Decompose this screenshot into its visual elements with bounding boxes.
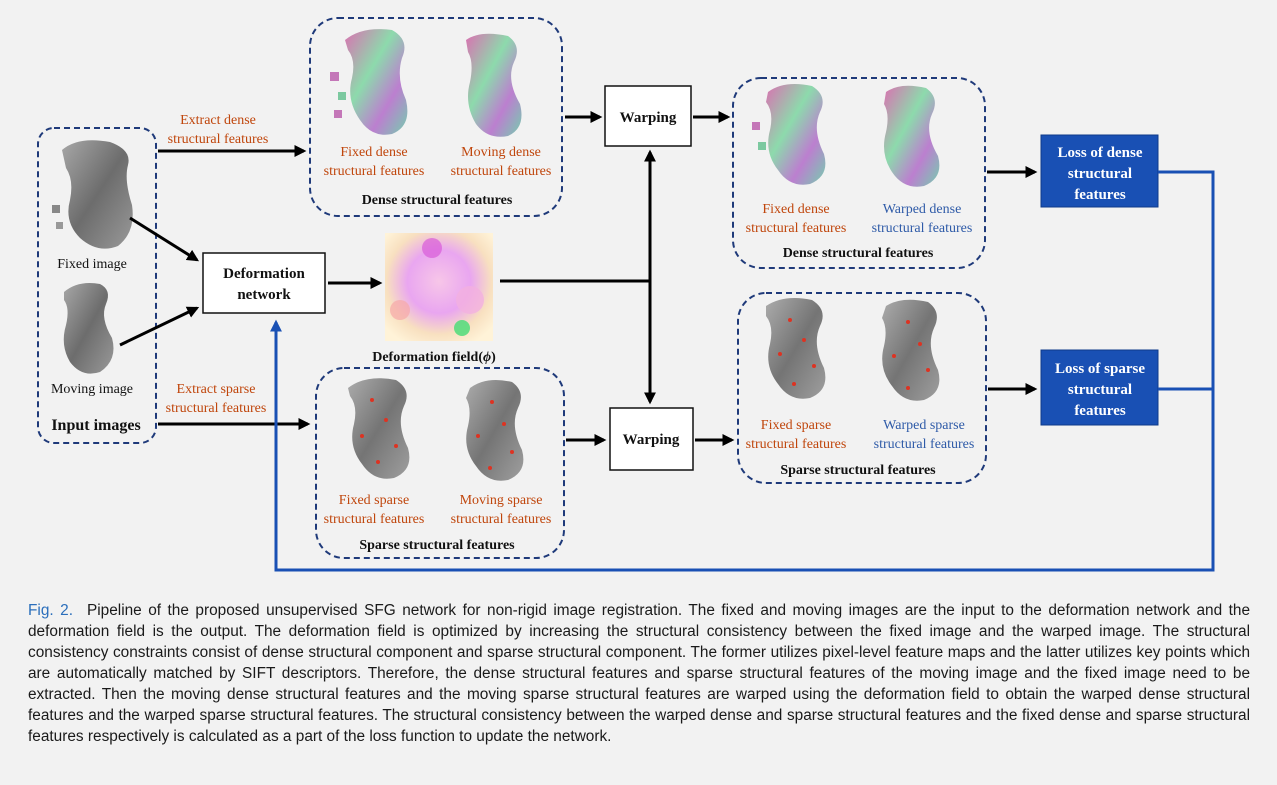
deformation-network-box bbox=[202, 252, 326, 314]
fixed-dense-label-1: Fixed dense bbox=[340, 145, 407, 160]
warped-dense-label-2: structural features bbox=[872, 221, 973, 236]
fixed-sparse-thumbnail bbox=[348, 378, 410, 479]
fixed-image-label: Fixed image bbox=[57, 257, 127, 272]
moving-dense-label-2: structural features bbox=[451, 164, 552, 179]
loss-sparse-label-1: Loss of sparse bbox=[1055, 361, 1145, 377]
flow-arrows bbox=[119, 111, 1038, 446]
input-images-title: Input images bbox=[51, 417, 140, 434]
loss-sparse-box bbox=[1040, 349, 1159, 426]
sparse-features-right-group bbox=[737, 292, 987, 484]
loss-dense-box bbox=[1040, 134, 1159, 208]
feedback-loop bbox=[270, 170, 1215, 572]
warping-top-label: Warping bbox=[620, 110, 677, 126]
extract-sparse-label-2: structural features bbox=[166, 401, 267, 416]
fixed-sparse-right-label-1: Fixed sparse bbox=[761, 418, 831, 433]
fixed-dense-right-label-2: structural features bbox=[746, 221, 847, 236]
sparse-features-left-group bbox=[315, 367, 565, 559]
fixed-sparse-right-thumbnail bbox=[766, 298, 826, 399]
fixed-dense-thumbnail bbox=[330, 29, 408, 135]
warped-sparse-label-2: structural features bbox=[874, 437, 975, 452]
dense-features-right-group bbox=[732, 77, 986, 269]
extract-dense-label-2: structural features bbox=[168, 132, 269, 147]
dense-right-title: Dense structural features bbox=[783, 246, 934, 261]
loss-dense-label-2: structural bbox=[1068, 166, 1132, 182]
fixed-dense-right-label-1: Fixed dense bbox=[762, 202, 829, 217]
fixed-sparse-label-2: structural features bbox=[324, 512, 425, 527]
warped-dense-thumbnail bbox=[884, 85, 940, 187]
fixed-sparse-label-1: Fixed sparse bbox=[339, 493, 409, 508]
extract-sparse-label-1: Extract sparse bbox=[177, 382, 256, 397]
moving-sparse-label-2: structural features bbox=[451, 512, 552, 527]
sparse-right-title: Sparse structural features bbox=[780, 463, 936, 478]
moving-dense-label-1: Moving dense bbox=[461, 145, 541, 160]
dense-left-title: Dense structural features bbox=[362, 193, 513, 208]
loss-dense-label-3: features bbox=[1074, 187, 1126, 203]
deformation-network-label-1: Deformation bbox=[223, 266, 305, 282]
figure-caption: Fig. 2.Pipeline of the proposed unsuperv… bbox=[28, 600, 1250, 747]
moving-image-thumbnail bbox=[63, 283, 114, 374]
deformation-field-label: Deformation field(ϕ) bbox=[372, 350, 496, 365]
moving-image-label: Moving image bbox=[51, 382, 133, 397]
warping-bottom-box bbox=[609, 407, 694, 471]
warping-bottom-label: Warping bbox=[623, 432, 680, 448]
figure-label: Fig. 2. bbox=[28, 602, 73, 619]
extract-dense-label-1: Extract dense bbox=[180, 113, 256, 128]
deformation-field-image bbox=[385, 233, 493, 341]
loss-dense-label-1: Loss of dense bbox=[1057, 145, 1142, 161]
input-images-group bbox=[37, 127, 157, 444]
fixed-dense-right-thumbnail bbox=[752, 84, 826, 185]
deformation-network-label-2: network bbox=[237, 287, 291, 303]
warping-top-box bbox=[604, 85, 692, 147]
fixed-image-thumbnail bbox=[52, 140, 133, 249]
sparse-left-title: Sparse structural features bbox=[359, 538, 515, 553]
moving-sparse-label-1: Moving sparse bbox=[460, 493, 543, 508]
fixed-dense-label-2: structural features bbox=[324, 164, 425, 179]
moving-dense-thumbnail bbox=[466, 33, 522, 137]
warped-dense-label-1: Warped dense bbox=[883, 202, 962, 217]
dense-features-left-group bbox=[309, 17, 563, 217]
loss-sparse-label-2: structural bbox=[1068, 382, 1132, 398]
moving-sparse-thumbnail bbox=[466, 380, 524, 481]
warped-sparse-thumbnail bbox=[882, 299, 940, 401]
loss-sparse-label-3: features bbox=[1074, 403, 1126, 419]
warped-sparse-label-1: Warped sparse bbox=[883, 418, 965, 433]
fixed-sparse-right-label-2: structural features bbox=[746, 437, 847, 452]
caption-text: Pipeline of the proposed unsupervised SF… bbox=[28, 602, 1250, 745]
